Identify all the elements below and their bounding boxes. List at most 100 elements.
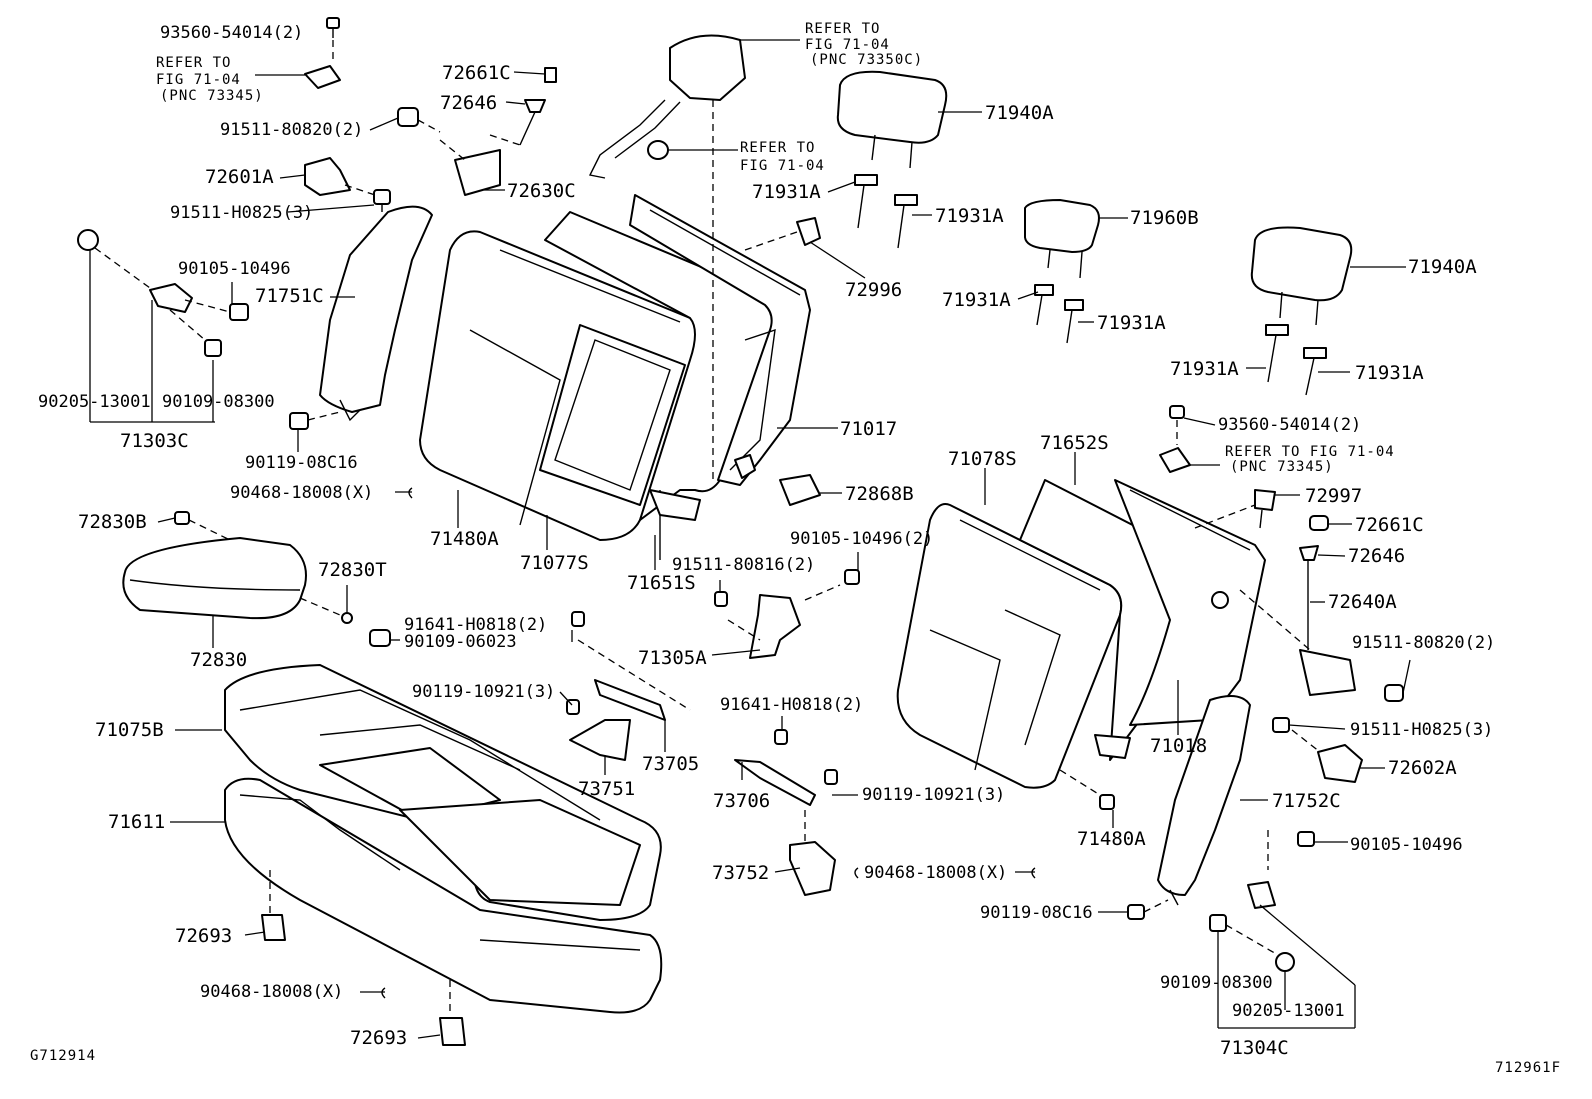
callout-label: 72646 — [440, 92, 497, 114]
callout-label: (PNC 73345) — [160, 88, 264, 104]
callout-label: 72646 — [1348, 545, 1405, 567]
callout-label: 71611 — [108, 811, 165, 833]
callout-label: 71480A — [1077, 828, 1146, 850]
callout-label: 90468-18008(X) — [200, 982, 343, 1002]
callout-label: 71931A — [935, 205, 1004, 227]
callout-label: REFER TO FIG 71-04 — [1225, 444, 1395, 460]
callout-label: 72661C — [442, 62, 511, 84]
callout-label: 91511-80816(2) — [672, 555, 815, 575]
callout-label: 71931A — [1170, 358, 1239, 380]
callout-label: 90119-10921(3) — [862, 785, 1005, 805]
callout-label: 71017 — [840, 418, 897, 440]
callout-label: 72640A — [1328, 591, 1397, 613]
seat-cushion-71075B — [224, 664, 662, 921]
callout-label: 90205-13001 — [38, 392, 151, 412]
callout-label: 72693 — [350, 1027, 407, 1049]
callout-label: 72997 — [1305, 485, 1362, 507]
side-panel-71752C — [1127, 695, 1315, 972]
seatback-71077S — [419, 230, 703, 541]
callout-label: 72830B — [78, 511, 147, 533]
callout-label: 90468-18008(X) — [864, 863, 1007, 883]
callout-label: 90109-08300 — [1160, 973, 1273, 993]
callout-label: 71303C — [120, 430, 189, 452]
callout-label: 73752 — [712, 862, 769, 884]
callout-label: 90109-08300 — [162, 392, 275, 412]
callout-label: (PNC 73350C) — [810, 52, 923, 68]
seatbelt-72630C — [439, 34, 746, 480]
callout-label: 90205-13001 — [1232, 1001, 1345, 1021]
callout-label: 72602A — [1388, 757, 1457, 779]
callout-label: 71652S — [1040, 432, 1109, 454]
parts-artwork — [77, 17, 1404, 1046]
callout-label: 71305A — [638, 647, 707, 669]
figure-code: G712914 — [30, 1048, 96, 1064]
callout-label: 73706 — [713, 790, 770, 812]
callout-label: 90105-10496(2) — [790, 529, 933, 549]
frame-71017 — [629, 194, 811, 486]
callout-label: 71931A — [752, 181, 821, 203]
callout-label: 91511-80820(2) — [220, 120, 363, 140]
center-brackets — [566, 474, 860, 896]
callout-label: FIG 71-04 — [740, 158, 825, 174]
headrest-71940A-left — [836, 70, 948, 169]
callout-label: 71940A — [985, 102, 1054, 124]
drawing-number: 712961F — [1495, 1060, 1561, 1076]
callout-label: 71931A — [942, 289, 1011, 311]
clip-symbols — [381, 487, 1036, 999]
callout-label: 71018 — [1150, 735, 1207, 757]
bracket-71303C — [77, 229, 249, 357]
callout-label: 71931A — [1355, 362, 1424, 384]
callout-label: 73705 — [642, 753, 699, 775]
callout-label: 72601A — [205, 166, 274, 188]
callout-label: 90105-10496 — [1350, 835, 1463, 855]
callout-label: 91641-H0818(2) — [720, 695, 863, 715]
callout-label: 71752C — [1272, 790, 1341, 812]
callout-label: 72693 — [175, 925, 232, 947]
callout-label: FIG 71-04 — [805, 37, 890, 53]
callout-label: 71304C — [1220, 1037, 1289, 1059]
callout-label: 71075B — [95, 719, 164, 741]
callout-label: 72830 — [190, 649, 247, 671]
callout-label: 71940A — [1408, 256, 1477, 278]
callout-label: 90119-10921(3) — [412, 682, 555, 702]
callout-labels: 93560-54014(2) REFER TO FIG 71-04 (PNC 7… — [30, 21, 1561, 1076]
screw-93560 — [304, 17, 341, 89]
headrest-supports — [744, 174, 1327, 396]
callout-label: 90468-18008(X) — [230, 483, 373, 503]
callout-label: 71651S — [627, 572, 696, 594]
callout-label: 71480A — [430, 528, 499, 550]
callout-label: 90105-10496 — [178, 259, 291, 279]
callout-label: 72830T — [318, 559, 387, 581]
callout-label: 91511-H0825(3) — [1350, 720, 1493, 740]
callout-label: 93560-54014(2) — [1218, 415, 1361, 435]
headrest-71940A-right — [1250, 226, 1353, 326]
callout-label: 72661C — [1355, 514, 1424, 536]
seatback-71652S — [1019, 479, 1266, 761]
callout-label: 71078S — [948, 448, 1017, 470]
seat-cushion-71611 — [224, 777, 663, 1046]
callout-label: 90109-06023 — [404, 632, 517, 652]
armrest-72830 — [122, 511, 391, 647]
callout-label: 71931A — [1097, 312, 1166, 334]
bolt-91511-80820 — [397, 107, 441, 133]
side-panel-71751C — [289, 205, 433, 430]
callout-label: 91511-H0825(3) — [170, 203, 313, 223]
callout-label: 73751 — [578, 778, 635, 800]
callout-label: 71960B — [1130, 207, 1199, 229]
callout-label: (PNC 73345) — [1230, 459, 1334, 475]
callout-label: 90119-08C16 — [980, 903, 1093, 923]
callout-label: 72996 — [845, 279, 902, 301]
callout-label: FIG 71-04 — [156, 72, 241, 88]
bracket-72601A — [304, 157, 391, 212]
headrest-71960B — [1023, 199, 1100, 279]
callout-label: 72868B — [845, 483, 914, 505]
callout-label: 93560-54014(2) — [160, 23, 303, 43]
callout-label: REFER TO — [805, 21, 880, 37]
leader-lines — [89, 39, 1411, 1039]
callout-label: REFER TO — [156, 55, 231, 71]
callout-label: 91641-H0818(2) — [404, 615, 547, 635]
callout-label: 71751C — [255, 285, 324, 307]
right-small-parts — [1059, 405, 1404, 810]
callout-label: 90119-08C16 — [245, 453, 358, 473]
